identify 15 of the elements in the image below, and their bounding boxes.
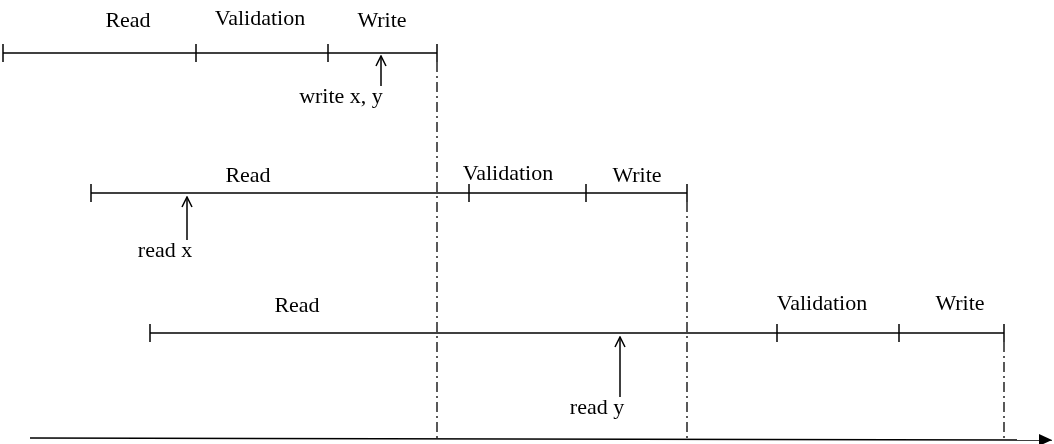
phase-label: Write <box>357 8 407 32</box>
phase-label: Write <box>935 291 985 315</box>
arrow <box>614 336 626 398</box>
phase-label: Validation <box>462 161 554 185</box>
annotation-text: read x <box>137 238 193 262</box>
phase-label: Read <box>225 163 271 187</box>
phase-label: Read <box>105 8 151 32</box>
arrow <box>375 55 387 87</box>
arrow <box>181 196 193 241</box>
phase-label: Write <box>612 163 662 187</box>
phase-label: Validation <box>776 291 868 315</box>
phase-label: Read <box>274 293 320 317</box>
phase-label: Validation <box>214 6 306 30</box>
annotation-text: read y <box>569 395 625 419</box>
annotation-text: write x, y <box>299 84 383 108</box>
